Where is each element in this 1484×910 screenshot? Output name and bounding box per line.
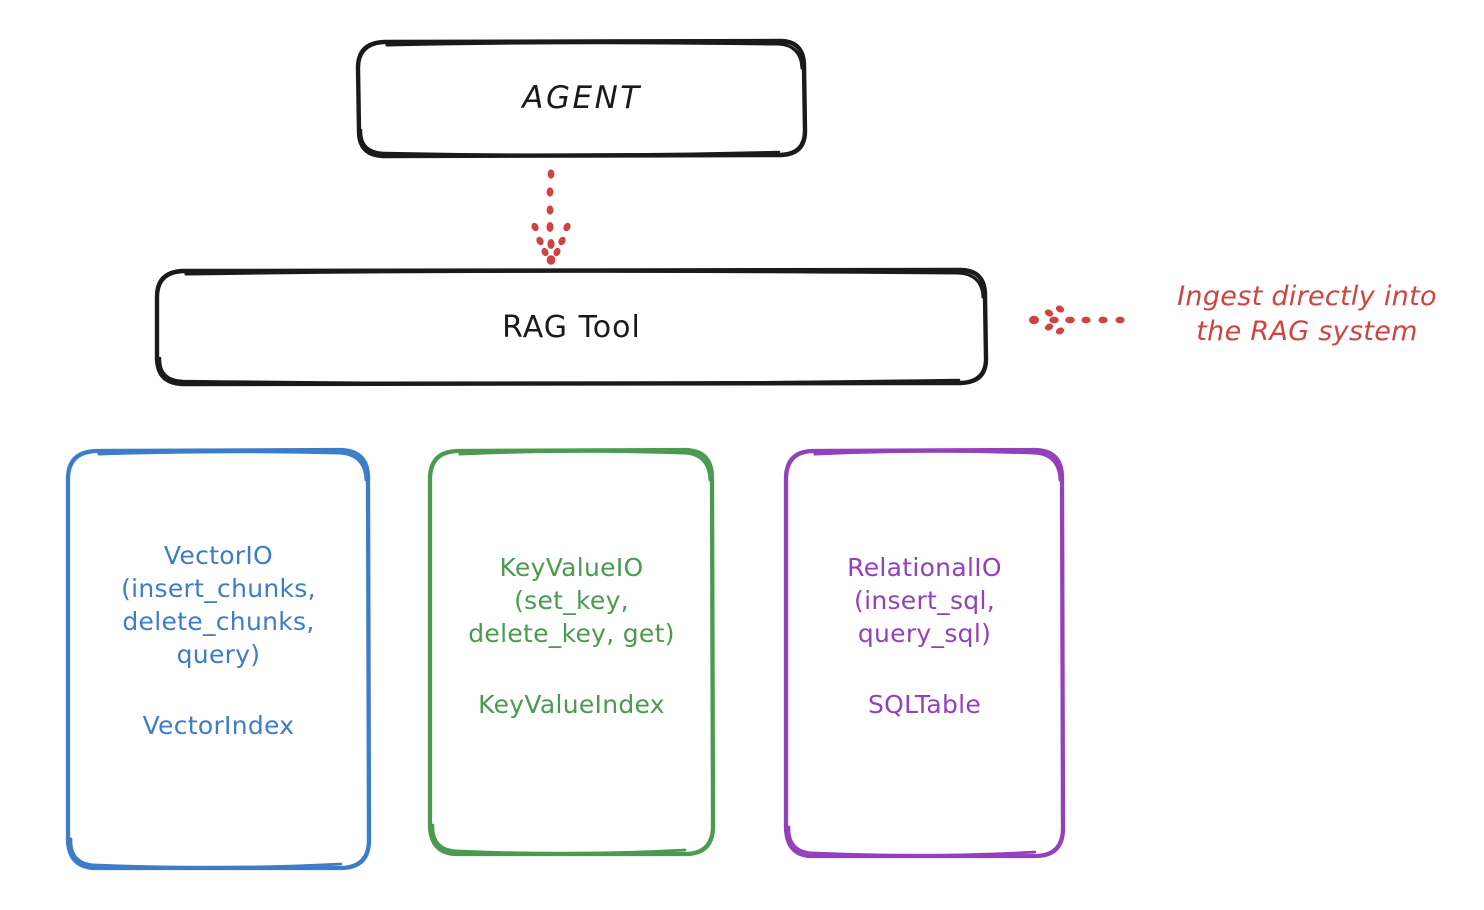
agent-to-rag-connector bbox=[531, 169, 571, 265]
vector-io-box-outline bbox=[65, 447, 372, 871]
vector-io-body: VectorIO (insert_chunks, delete_chunks, … bbox=[68, 539, 369, 742]
rag-tool-label: RAG Tool bbox=[502, 309, 641, 345]
vector-io-index-label: VectorIndex bbox=[142, 711, 295, 740]
ingest-annotation: Ingest directly into the RAG system bbox=[1142, 279, 1472, 349]
vector-io-node[interactable]: VectorIO (insert_chunks, delete_chunks, … bbox=[68, 450, 369, 869]
relational-io-index-label: SQLTable bbox=[867, 690, 982, 719]
key-value-io-index-label: KeyValueIndex bbox=[478, 690, 665, 719]
relational-io-box-outline bbox=[783, 447, 1066, 859]
key-value-io-box-outline bbox=[427, 447, 716, 857]
agent-box-outline bbox=[355, 38, 808, 159]
rag-tool-node[interactable]: RAG Tool bbox=[157, 270, 986, 384]
key-value-io-body: KeyValueIO (set_key, delete_key, get) Ke… bbox=[430, 551, 713, 721]
key-value-io-title: KeyValueIO (set_key, delete_key, get) bbox=[468, 553, 675, 648]
relational-io-node[interactable]: RelationalIO (insert_sql, query_sql) SQL… bbox=[786, 450, 1063, 856]
key-value-io-node[interactable]: KeyValueIO (set_key, delete_key, get) Ke… bbox=[430, 450, 713, 854]
relational-io-title: RelationalIO (insert_sql, query_sql) bbox=[847, 553, 1002, 648]
relational-io-body: RelationalIO (insert_sql, query_sql) SQL… bbox=[786, 551, 1063, 721]
rag-tool-box-outline bbox=[154, 267, 989, 387]
agent-node[interactable]: AGENT bbox=[358, 40, 806, 156]
agent-label: AGENT bbox=[522, 79, 642, 116]
note-to-rag-connector bbox=[1029, 305, 1125, 335]
vector-io-title: VectorIO (insert_chunks, delete_chunks, … bbox=[121, 541, 316, 669]
ingest-annotation-text: Ingest directly into the RAG system bbox=[1177, 281, 1437, 348]
